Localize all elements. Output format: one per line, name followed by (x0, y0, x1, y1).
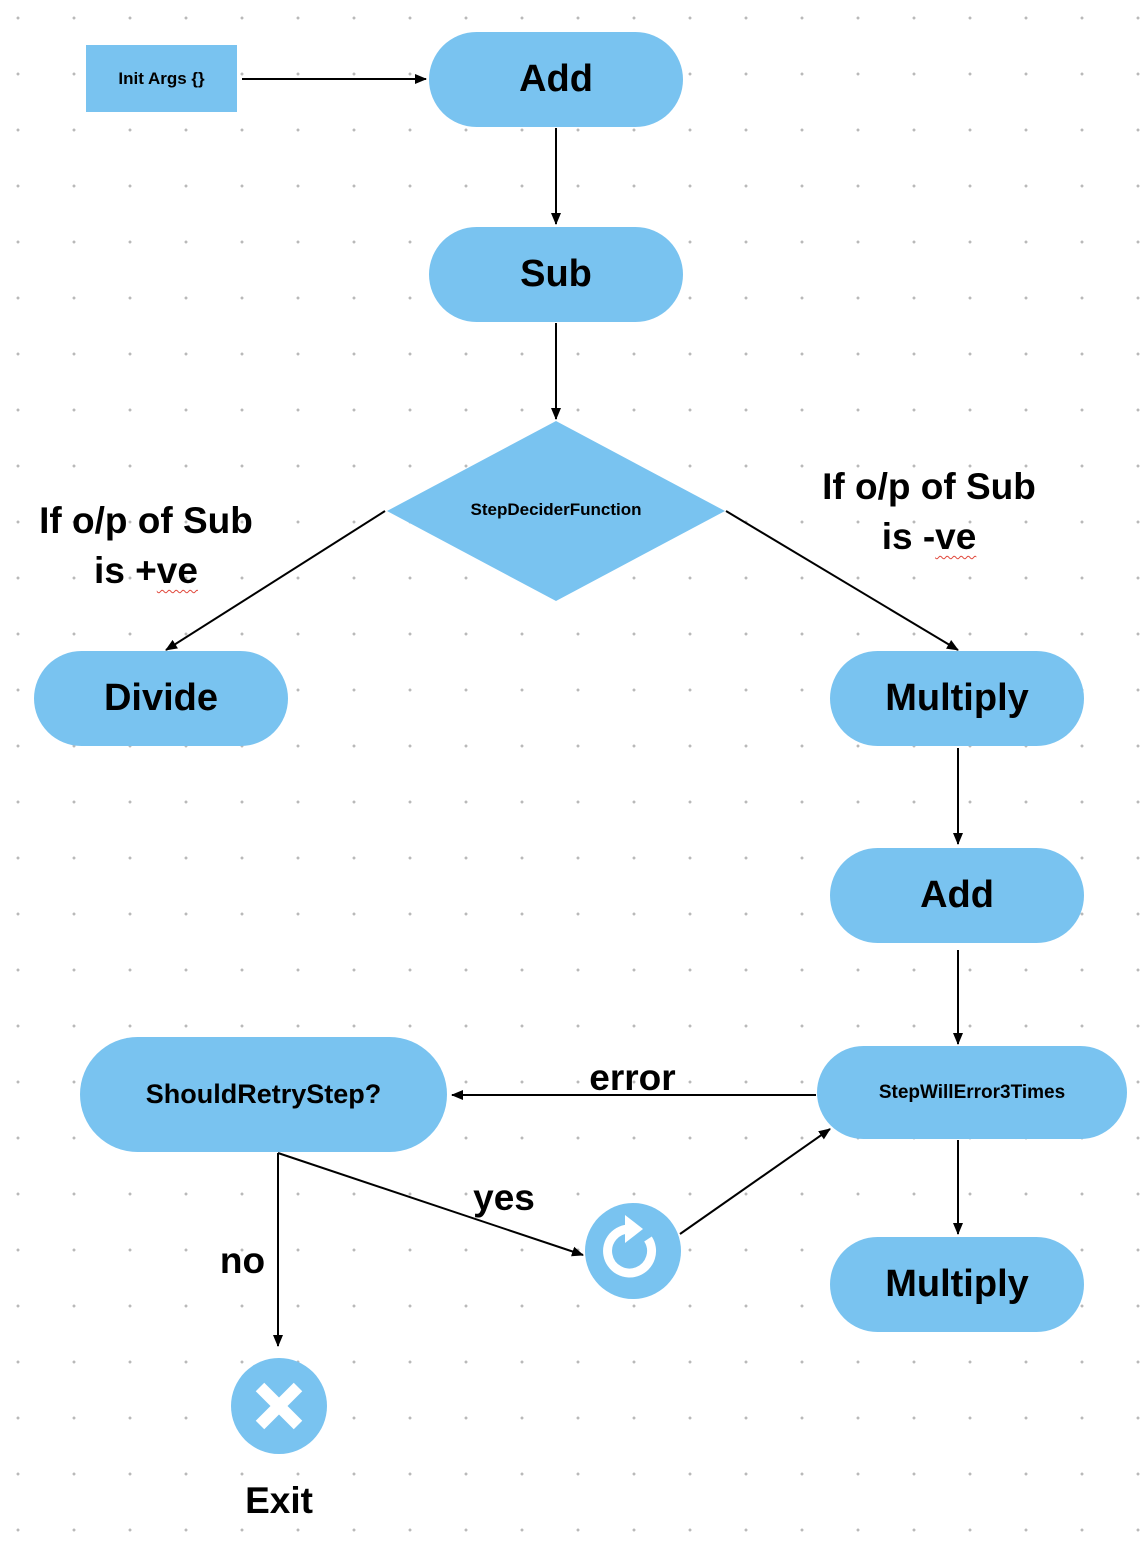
sub-label: Sub (520, 253, 592, 295)
multiply-second-label: Multiply (885, 1263, 1029, 1305)
add-label: Add (519, 58, 593, 100)
exit-label: Exit (245, 1480, 313, 1521)
init-args-node: Init Args {} (86, 45, 237, 112)
edge-decider-to-divide (165, 510, 386, 651)
edge-retryicon-to-steperror (679, 1128, 831, 1235)
should-retry-label: ShouldRetryStep? (145, 1079, 382, 1109)
negative-condition-line2: is -ve (802, 512, 1056, 562)
decider-label: StepDeciderFunction (470, 500, 642, 519)
negative-word: ve (935, 515, 977, 557)
error-edge-label: error (589, 1057, 676, 1098)
yes-edge-label: yes (473, 1177, 535, 1218)
positive-condition-label: If o/p of Sub is +ve (20, 496, 272, 596)
step-will-error-label: StepWillError3Times (878, 1081, 1066, 1103)
positive-prefix: is + (94, 549, 157, 591)
add-second-label: Add (920, 874, 994, 916)
close-icon (231, 1358, 327, 1454)
positive-word: ve (156, 549, 198, 591)
multiply-second-node: Multiply (830, 1237, 1084, 1332)
should-retry-node: ShouldRetryStep? (80, 1037, 447, 1152)
edge-decider-to-multiply (725, 510, 959, 651)
multiply-node: Multiply (830, 651, 1084, 746)
decider-diamond (387, 421, 725, 601)
step-will-error-node: StepWillError3Times (817, 1046, 1127, 1139)
init-args-label: Init Args {} (118, 68, 205, 88)
positive-condition-line1: If o/p of Sub (39, 500, 253, 541)
negative-prefix: is - (881, 515, 936, 557)
divide-node: Divide (34, 651, 288, 746)
negative-condition-label: If o/p of Sub is -ve (802, 462, 1056, 562)
positive-condition-line2: is +ve (20, 546, 272, 596)
no-edge-label: no (219, 1240, 266, 1281)
add-node: Add (429, 32, 683, 127)
retry-icon (585, 1203, 681, 1299)
divide-label: Divide (103, 677, 219, 719)
add-second-node: Add (830, 848, 1084, 943)
multiply-label: Multiply (885, 677, 1029, 719)
negative-condition-line1: If o/p of Sub (822, 466, 1036, 507)
sub-node: Sub (429, 227, 683, 322)
edge-retry-to-retryicon (277, 1152, 584, 1257)
